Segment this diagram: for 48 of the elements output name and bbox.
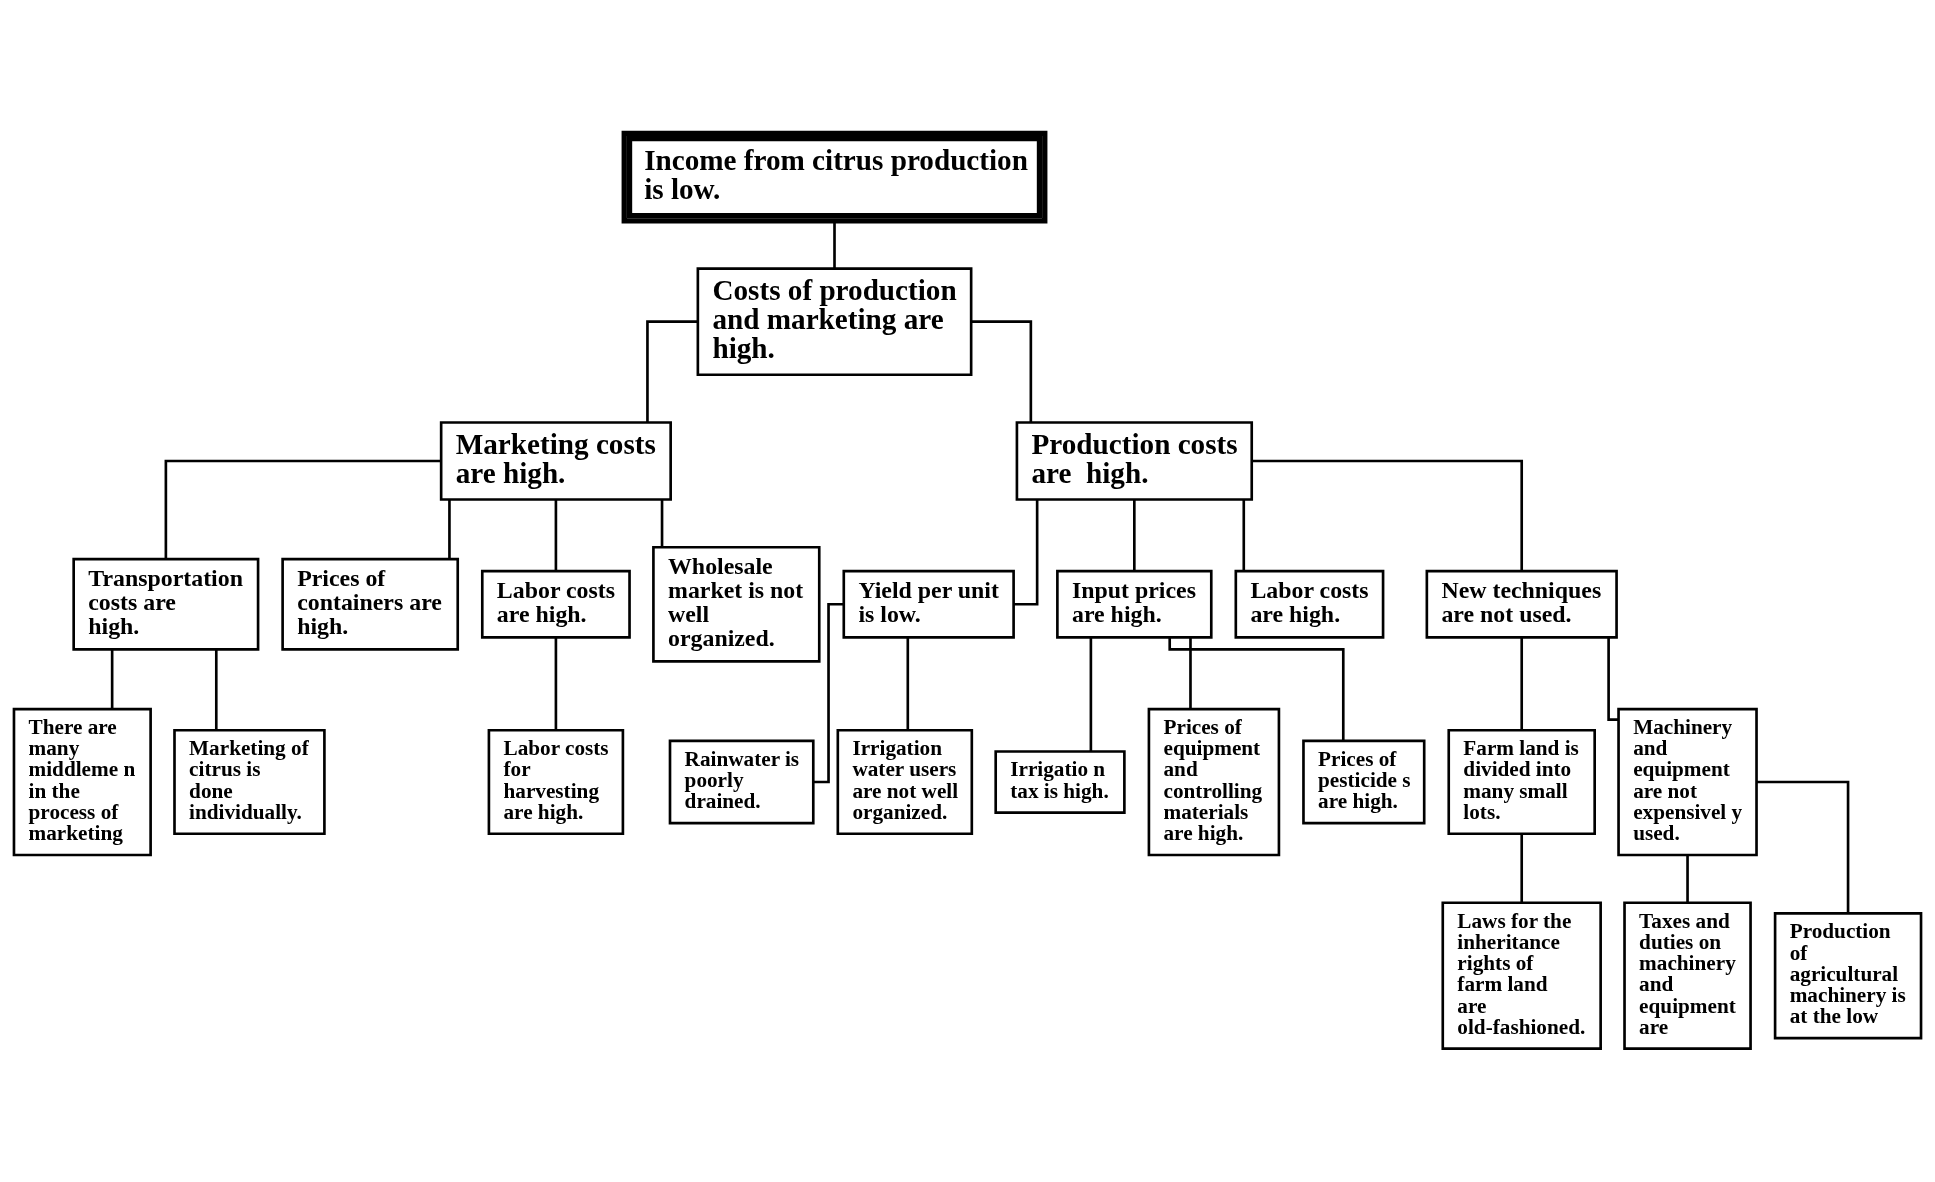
connector — [1756, 780, 1850, 913]
node-box: Prices of containers are high. — [281, 557, 460, 651]
node-box: Rainwater is poorly drained. — [668, 739, 815, 825]
node-box: Wholesale market is not well organized. — [652, 545, 821, 663]
node-box: Production costs are high. — [1015, 421, 1254, 501]
connector — [448, 499, 451, 559]
node-box: Farm land is divided into many small lots. — [1447, 728, 1596, 836]
node-box: Labor costs for harvesting are high. — [487, 728, 625, 836]
node-box: New techniques are not used. — [1425, 569, 1618, 639]
node-box: Laws for the inheritance rights of farm land are old-fashioned. — [1441, 901, 1602, 1050]
node-box: Labor costs are high. — [1234, 569, 1385, 639]
node-box: Production of agricultural machinery is at the low — [1773, 912, 1923, 1040]
node-box: Costs of production and marketing are high. — [696, 267, 973, 377]
node-box: Yield per unit is low. — [842, 569, 1015, 639]
connector — [1607, 637, 1619, 721]
connector — [1520, 833, 1524, 903]
node-box: Income from citrus production is low. — [621, 130, 1048, 224]
node-box: There are many middleme n in the process of marketing — [12, 707, 152, 857]
node-box: Irrigatio n tax is high. — [994, 750, 1126, 814]
connector — [1089, 637, 1093, 752]
connector — [214, 649, 218, 730]
node-box: Marketing costs are high. — [439, 421, 672, 501]
node-box: Input prices are high. — [1056, 569, 1213, 639]
connector — [1686, 855, 1689, 903]
node-box: Machinery and equipment are not expensivel y used. — [1617, 707, 1758, 857]
node-box: Taxes and duties on machinery and equipment are — [1623, 901, 1752, 1050]
connector — [1252, 459, 1524, 572]
connector — [554, 637, 558, 731]
node-box: Marketing of citrus is done individually. — [173, 728, 326, 836]
connector — [1242, 499, 1246, 571]
node-box: Labor costs are high. — [480, 569, 631, 639]
connector — [833, 221, 836, 269]
connector — [906, 637, 910, 731]
connector — [813, 602, 844, 784]
connector — [646, 320, 698, 423]
node-box: Prices of pesticide s are high. — [1302, 739, 1426, 825]
node-box: Prices of equipment and controlling materials are high. — [1147, 707, 1281, 857]
node-box: Transportation costs are high. — [72, 557, 260, 651]
connector — [1133, 499, 1136, 571]
connector — [1189, 637, 1192, 709]
connector — [554, 499, 558, 571]
connector — [971, 320, 1033, 423]
connector — [1520, 637, 1524, 731]
connector — [164, 459, 441, 559]
node-box: Irrigation water users are not well organized. — [836, 728, 974, 836]
connector — [110, 649, 114, 709]
connector — [1168, 637, 1345, 741]
connector — [660, 499, 664, 548]
